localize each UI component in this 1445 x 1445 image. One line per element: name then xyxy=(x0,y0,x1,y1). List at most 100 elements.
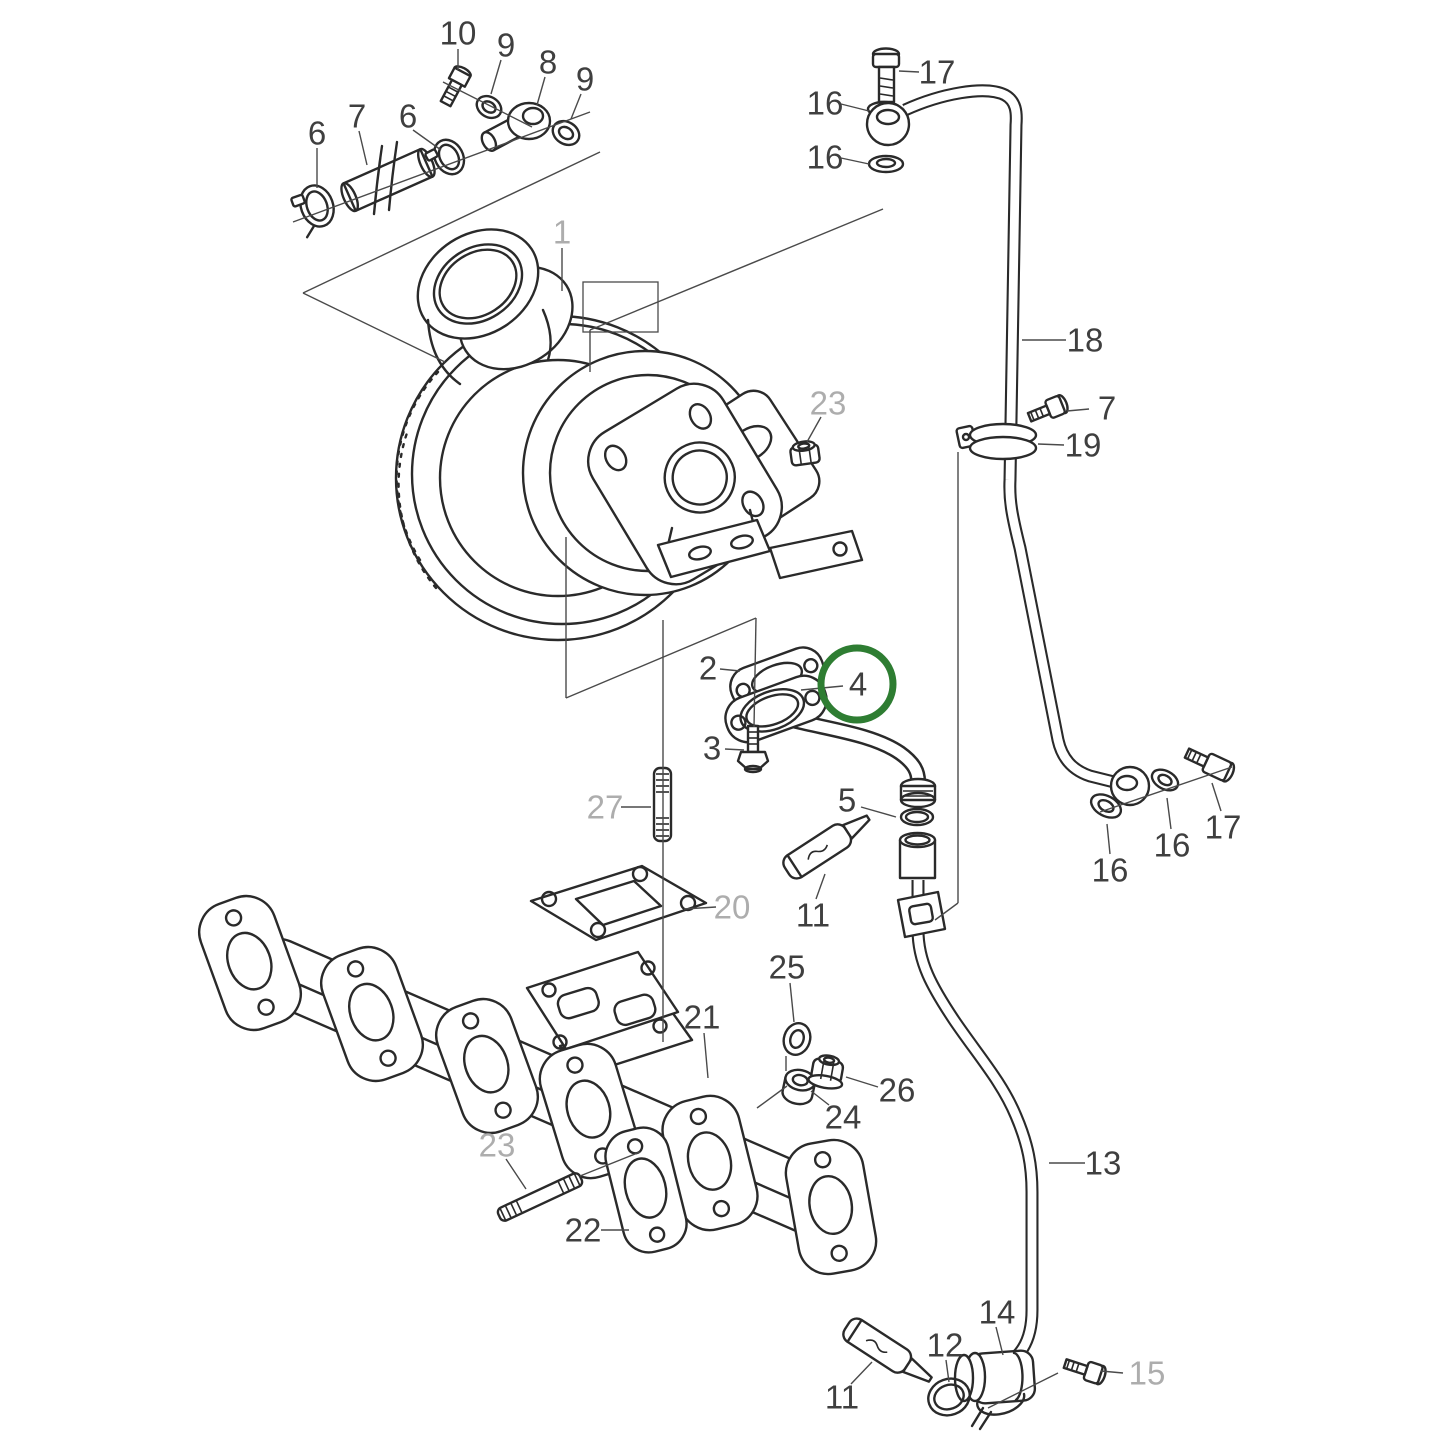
highlight-circle[interactable] xyxy=(817,644,897,724)
part-label-9[interactable]: 9 xyxy=(497,27,515,64)
washer-16-bottom-b-drawing xyxy=(1150,768,1180,792)
construction-line xyxy=(579,1151,641,1177)
leader-line xyxy=(815,873,826,900)
leader-line xyxy=(490,59,502,95)
construction-line xyxy=(756,1085,788,1109)
part-label-10[interactable]: 10 xyxy=(440,15,477,52)
construction-line xyxy=(1099,766,1233,813)
part-label-11[interactable]: 11 xyxy=(796,897,830,934)
clamp-6-left-drawing xyxy=(290,184,335,239)
part-label-18[interactable]: 18 xyxy=(1067,322,1104,359)
sealant-tube-11-upper-drawing xyxy=(782,814,871,880)
leader-line xyxy=(840,103,870,112)
leader-line xyxy=(724,748,745,751)
exhaust-manifold-drawing xyxy=(198,766,878,1276)
part-label-19[interactable]: 19 xyxy=(1065,427,1102,464)
banjo-bolt-17-top-drawing xyxy=(871,47,901,104)
part-label-20[interactable]: 20 xyxy=(714,889,751,926)
leader-line xyxy=(536,76,546,106)
gasket-20-drawing xyxy=(529,864,708,942)
construction-line xyxy=(987,1372,1059,1409)
construction-line xyxy=(589,208,884,331)
part-label-26[interactable]: 26 xyxy=(879,1072,916,1109)
leader-line xyxy=(703,1032,709,1079)
leader-line xyxy=(505,1158,527,1190)
part-label-3[interactable]: 3 xyxy=(703,730,721,767)
banjo-eye-bottom-drawing xyxy=(1109,765,1151,807)
leader-line xyxy=(1066,408,1090,412)
part-label-27[interactable]: 27 xyxy=(587,789,624,826)
part-label-16[interactable]: 16 xyxy=(807,139,844,176)
turbocharger-drawing xyxy=(394,228,864,642)
part-label-7[interactable]: 7 xyxy=(1098,390,1116,427)
clamp-6-right-drawing xyxy=(424,138,466,176)
stud-23-lower-drawing xyxy=(496,1172,584,1222)
leader-line xyxy=(810,1090,830,1106)
leader-line xyxy=(806,416,822,443)
part-label-21[interactable]: 21 xyxy=(684,999,721,1036)
leader-line xyxy=(840,157,870,165)
construction-line xyxy=(442,81,533,128)
part-label-4[interactable]: 4 xyxy=(849,666,867,703)
part-label-15[interactable]: 15 xyxy=(1129,1355,1166,1392)
leader-line xyxy=(898,70,920,73)
clamp-19-drawing xyxy=(955,422,1038,461)
part-label-17[interactable]: 17 xyxy=(1205,809,1242,846)
leader-line xyxy=(850,1361,873,1385)
leader-line xyxy=(995,1326,1004,1356)
leader-line xyxy=(1037,443,1065,446)
part-label-1[interactable]: 1 xyxy=(553,214,571,251)
small-parts-assembly-drawing xyxy=(290,65,581,239)
leader-line xyxy=(1100,1370,1124,1374)
part-label-23[interactable]: 23 xyxy=(810,385,847,422)
part-label-23[interactable]: 23 xyxy=(479,1127,516,1164)
leader-line xyxy=(358,130,368,166)
part-label-9[interactable]: 9 xyxy=(576,61,594,98)
leader-line xyxy=(860,806,897,818)
construction-line xyxy=(934,902,959,921)
air-inlet-drawing xyxy=(416,228,574,386)
oil-drain-assembly-drawing xyxy=(724,646,1107,1431)
construction-line xyxy=(292,111,591,223)
part-label-16[interactable]: 16 xyxy=(1154,827,1191,864)
part-label-16[interactable]: 16 xyxy=(807,85,844,122)
drain-pipe-4-drawing xyxy=(724,674,937,809)
part-label-24[interactable]: 24 xyxy=(825,1099,862,1136)
part-label-5[interactable]: 5 xyxy=(838,782,856,819)
part-label-12[interactable]: 12 xyxy=(927,1327,964,1364)
o-ring-5-drawing xyxy=(899,807,935,827)
bolt-10-drawing xyxy=(439,65,472,108)
gasket-22-drawing xyxy=(604,1126,688,1254)
leader-line xyxy=(945,1359,950,1383)
part-label-13[interactable]: 13 xyxy=(1085,1145,1122,1182)
part-label-6[interactable]: 6 xyxy=(308,115,326,152)
part-label-11[interactable]: 11 xyxy=(825,1379,859,1416)
hose-clamp-block-drawing xyxy=(896,890,947,939)
leader-line xyxy=(1166,797,1172,830)
hose-7-drawing xyxy=(340,140,436,216)
construction-line xyxy=(753,617,757,728)
part-label-6[interactable]: 6 xyxy=(399,98,417,135)
screw-15-drawing xyxy=(1062,1358,1107,1386)
part-label-8[interactable]: 8 xyxy=(539,44,557,81)
part-label-14[interactable]: 14 xyxy=(979,1294,1016,1331)
sealant-tube-11-lower-drawing xyxy=(842,1317,933,1383)
drain-sleeve-drawing xyxy=(898,831,937,880)
leader-lines xyxy=(316,49,1222,1385)
part-label-2[interactable]: 2 xyxy=(699,650,717,687)
washer-9-left-drawing xyxy=(475,94,503,120)
part-label-17[interactable]: 17 xyxy=(919,54,956,91)
construction-line xyxy=(302,151,601,294)
nut-23-upper-drawing xyxy=(789,440,821,467)
banjo-bolt-17-bottom-drawing xyxy=(1183,747,1236,783)
construction-line xyxy=(565,617,757,699)
leader-line xyxy=(719,668,741,672)
part-label-7[interactable]: 7 xyxy=(348,98,366,135)
part-label-16[interactable]: 16 xyxy=(1092,852,1129,889)
part-label-25[interactable]: 25 xyxy=(769,949,806,986)
part-label-22[interactable]: 22 xyxy=(565,1212,602,1249)
connector-clamp-drawing xyxy=(970,1392,1026,1431)
leader-line xyxy=(570,93,582,120)
